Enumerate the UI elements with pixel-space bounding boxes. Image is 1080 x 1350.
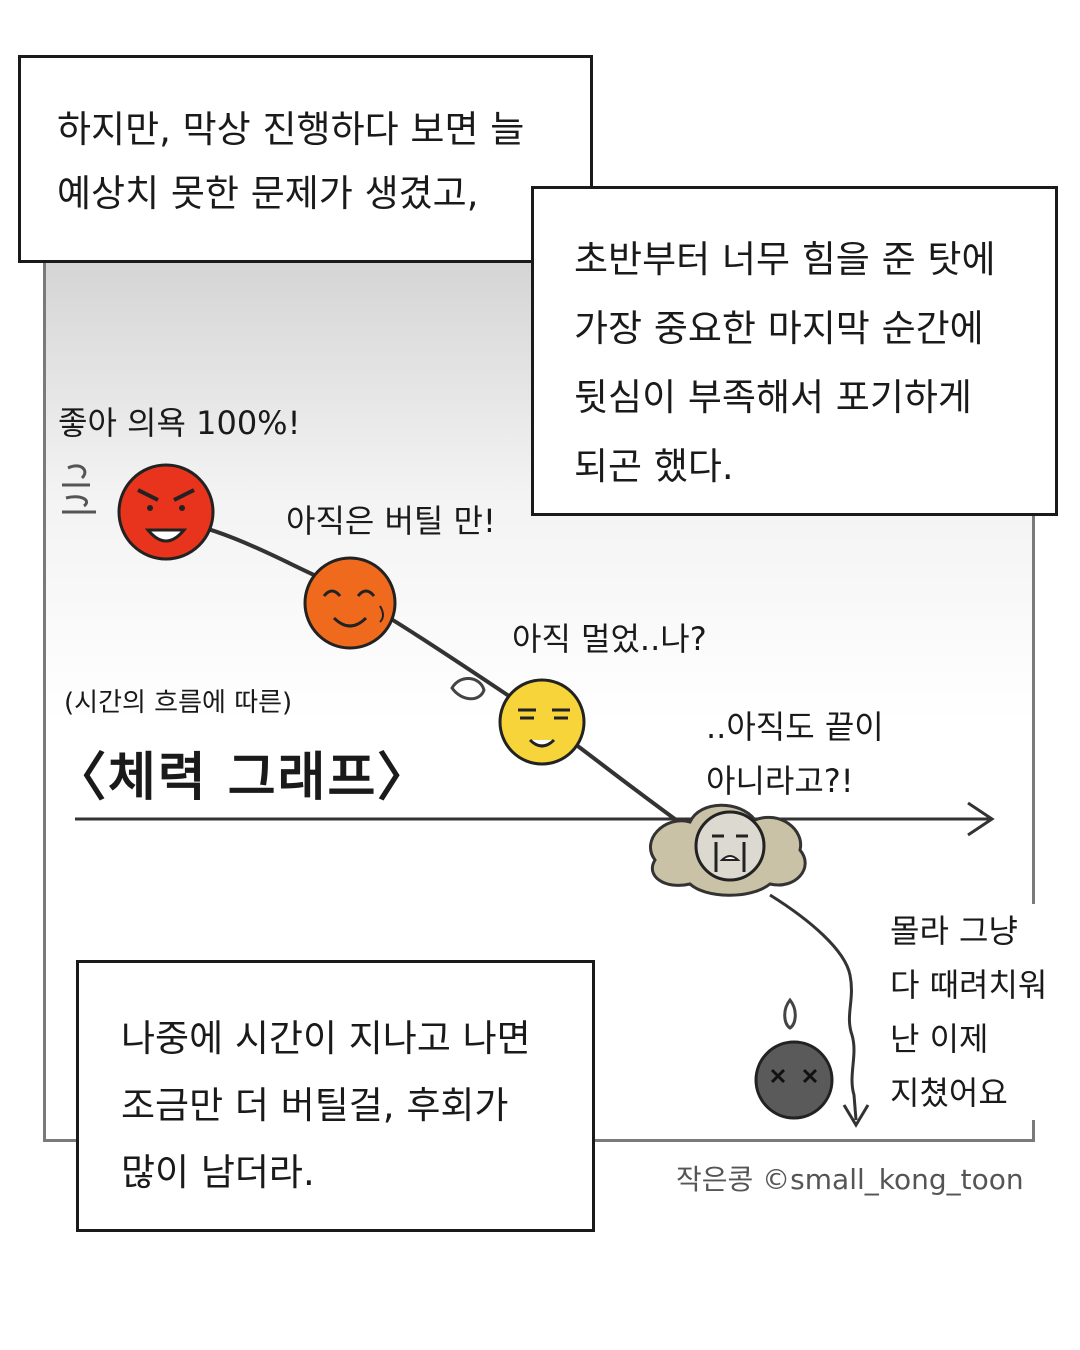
stage-label-4: ..아직도 끝이 아니라고?! bbox=[706, 708, 884, 800]
face-crying bbox=[648, 803, 807, 897]
stage-label-5: 몰라 그냥 다 때려치워 난 이제 지쳤어요 bbox=[890, 904, 1048, 1120]
graph-subtitle: (시간의 흐름에 따른) bbox=[64, 688, 293, 718]
narration-right-text: 초반부터 너무 힘을 준 탓에 가장 중요한 마지막 순간에 뒷심이 부족해서 … bbox=[574, 238, 996, 488]
drop-line bbox=[769, 893, 858, 1121]
face-energetic bbox=[117, 463, 215, 561]
narration-top-text: 하지만, 막상 진행하다 보면 늘 예상치 못한 문제가 생겼고, bbox=[57, 108, 525, 215]
drop-arrowhead bbox=[842, 1104, 870, 1128]
stage-label-2: 아직은 버틸 만! bbox=[286, 502, 496, 540]
sweat-icon bbox=[450, 677, 486, 701]
drop-icon bbox=[783, 997, 797, 1030]
narration-box-bottom: 나중에 시간이 지나고 나면 조금만 더 버틸걸, 후회가 많이 남더라. bbox=[76, 960, 595, 1232]
narration-box-top: 하지만, 막상 진행하다 보면 늘 예상치 못한 문제가 생겼고, bbox=[18, 55, 593, 263]
graph-title: 〈체력 그래프〉 bbox=[54, 747, 432, 808]
narration-box-right: 초반부터 너무 힘을 준 탓에 가장 중요한 마지막 순간에 뒷심이 부족해서 … bbox=[531, 186, 1058, 516]
stage-label-3: 아직 멀었..나? bbox=[512, 620, 707, 658]
face-tired bbox=[498, 678, 586, 766]
huff-icon bbox=[62, 464, 96, 514]
axis-arrowhead bbox=[967, 801, 995, 837]
stage-label-1: 좋아 의욕 100%! bbox=[58, 404, 301, 442]
face-content bbox=[303, 556, 397, 650]
stamina-curve bbox=[164, 516, 692, 832]
narration-bottom-text: 나중에 시간이 지나고 나면 조금만 더 버틸걸, 후회가 많이 남더라. bbox=[121, 1017, 531, 1194]
face-exhausted bbox=[754, 1040, 834, 1120]
author-credit: 작은콩 ©small_kong_toon bbox=[676, 1163, 1024, 1196]
